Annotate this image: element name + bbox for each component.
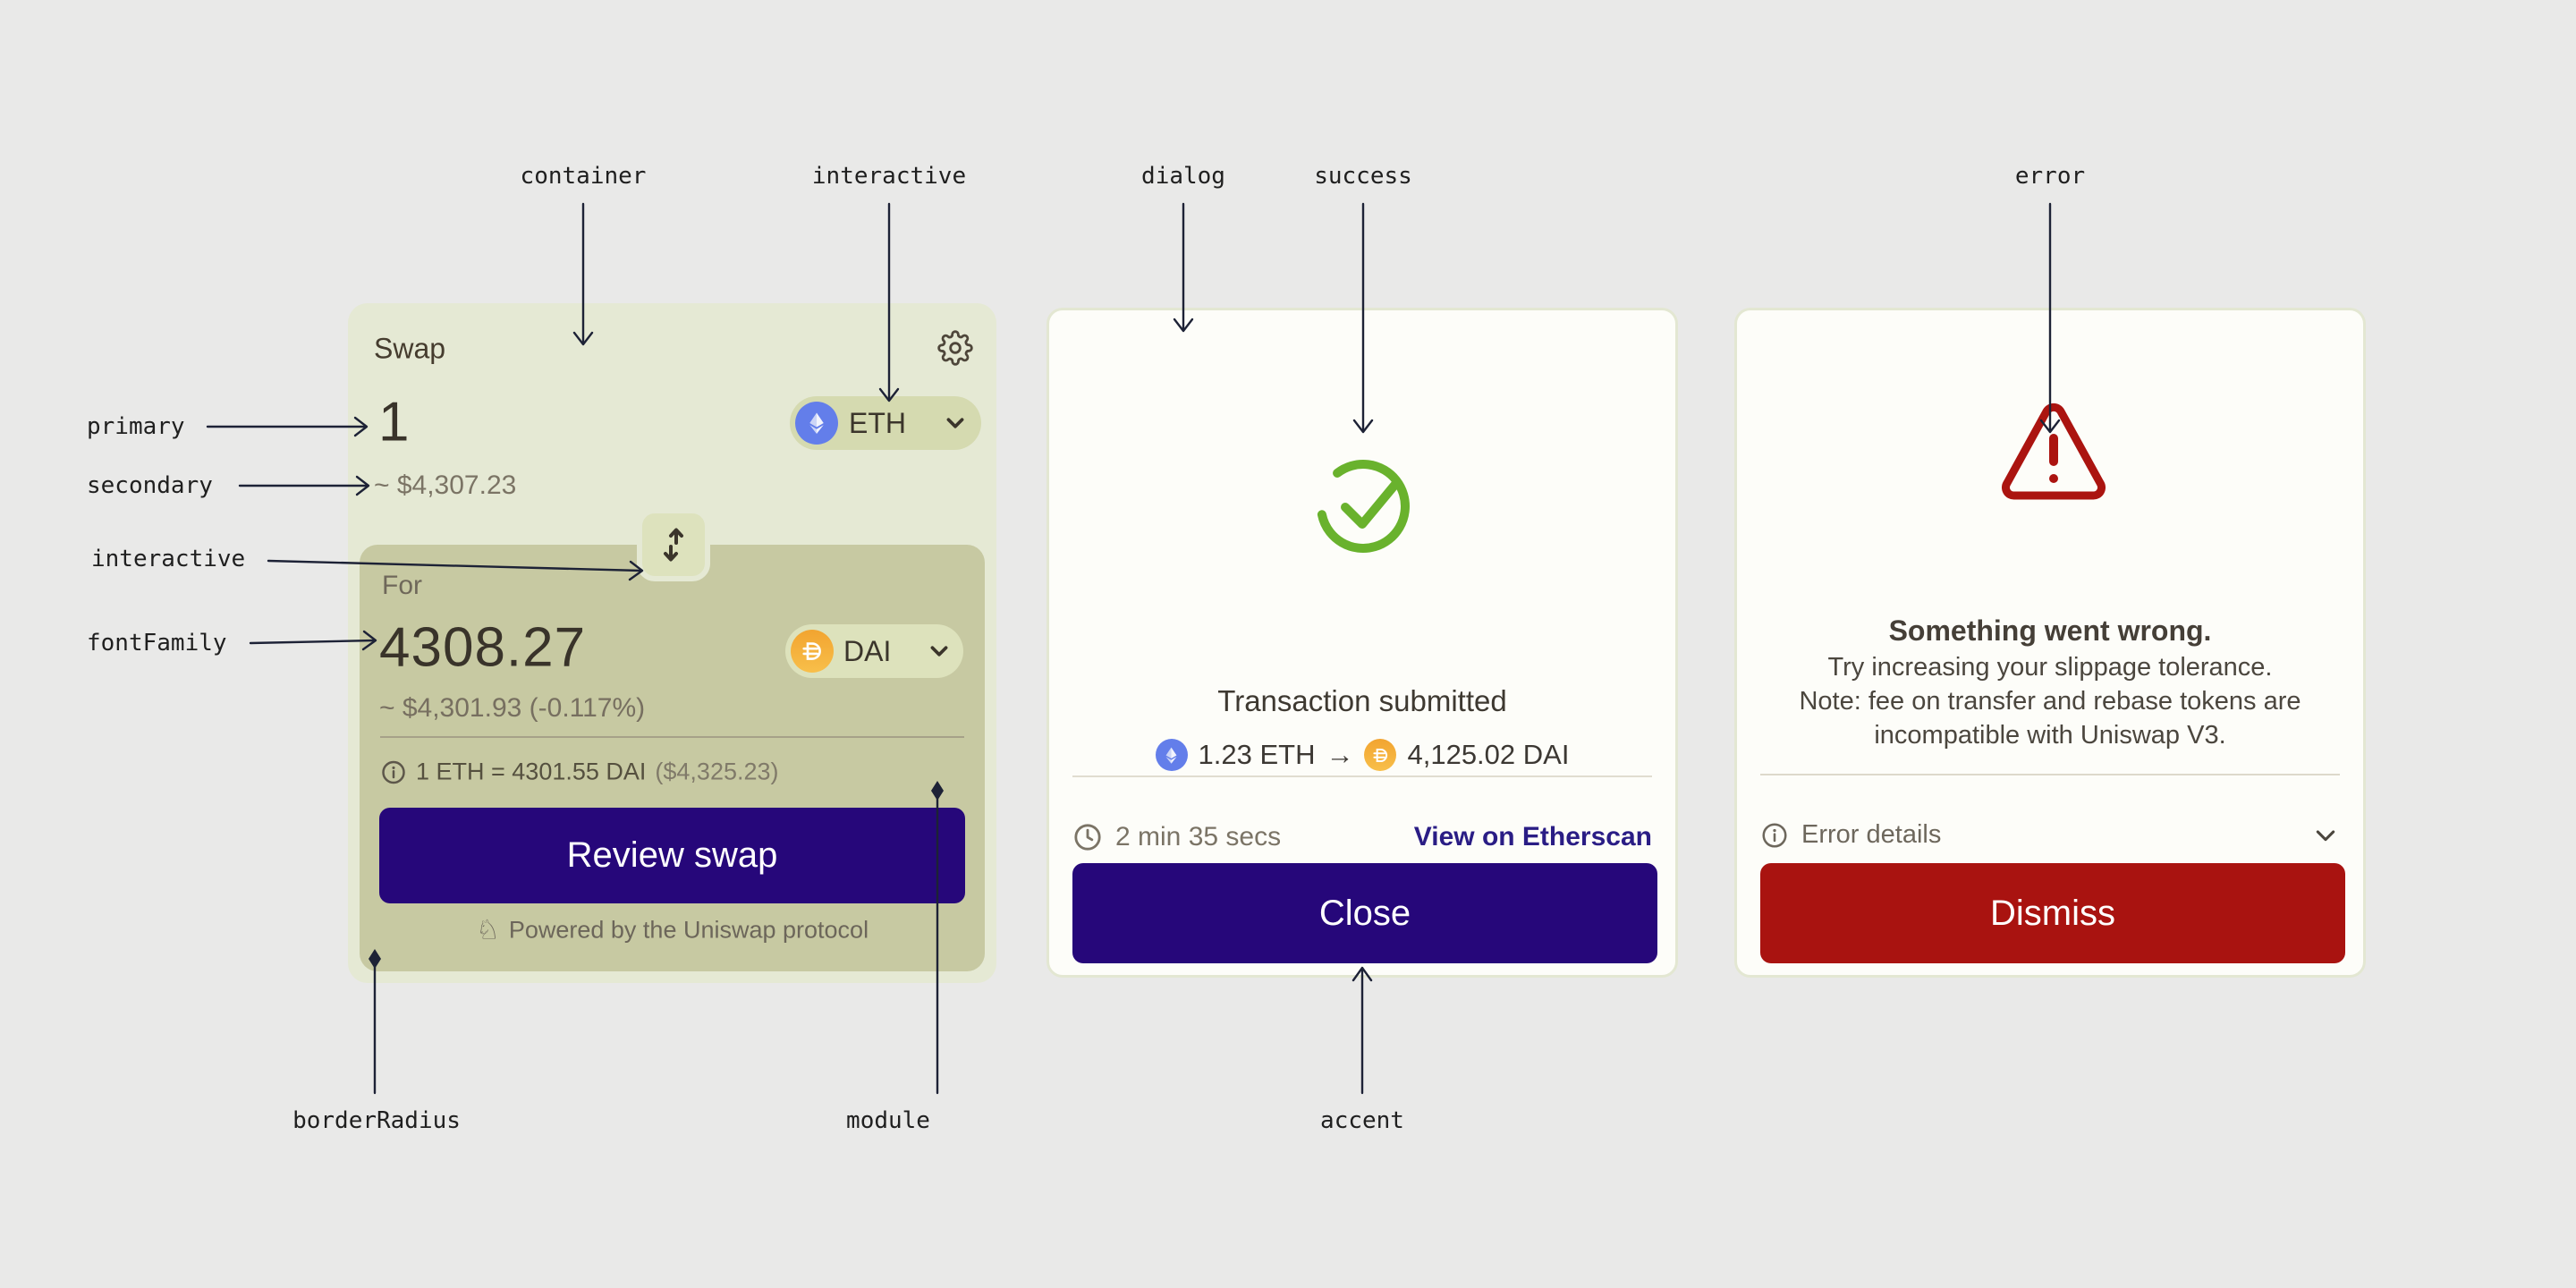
dai-token-icon [1364,739,1397,771]
error-message-line: incompatible with Uniswap V3. [1874,721,2226,750]
warning-triangle-icon [1991,401,2116,512]
error-message: Try increasing your slippage tolerance. … [1737,650,2363,752]
error-dialog: Something went wrong. Try increasing you… [1734,308,2366,978]
to-amount: 4,125.02 DAI [1407,739,1570,770]
view-on-etherscan-link[interactable]: View on Etherscan [1413,822,1652,852]
error-details-label: Error details [1801,820,1942,849]
settings-gear-icon[interactable] [937,330,973,366]
unicorn-icon: ♘ [475,915,500,945]
dai-token-icon [791,630,834,673]
from-amount: 1.23 ETH [1198,739,1316,770]
exchange-rate-fiat: ($4,325.23) [655,758,779,785]
chevron-down-icon [930,646,948,657]
annotation-container: container [520,163,647,190]
transaction-dialog: Transaction submitted 1.23 ETH → 4, [1046,308,1678,978]
buy-token-label: DAI [843,634,892,667]
swap-module: For 4308.27 DAI ~ $4,301.93 (-0.117%) [360,545,985,971]
annotation-module: module [846,1107,930,1134]
powered-by-label: Powered by the Uniswap protocol [508,916,869,944]
dismiss-button[interactable]: Dismiss [1760,863,2345,963]
annotation-interactive-left: interactive [91,546,246,572]
buy-token-selector[interactable]: DAI [785,624,963,678]
close-button[interactable]: Close [1072,863,1657,963]
success-check-icon [1311,450,1419,557]
buy-side-label: For [382,571,422,600]
exchange-rate-row[interactable]: 1 ETH = 4301.55 DAI ($4,325.23) [380,758,779,786]
buy-fiat-value: ~ $4,301.93 (-0.117%) [379,693,646,723]
error-message-line: Note: fee on transfer and rebase tokens … [1799,687,2301,716]
dismiss-label: Dismiss [1990,893,2115,933]
sell-fiat-value: ~ $4,307.23 [374,470,517,500]
review-swap-label: Review swap [566,835,778,875]
annotation-primary: primary [87,413,185,440]
exchange-rate: 1 ETH = 4301.55 DAI [416,758,647,785]
info-icon [1762,822,1787,848]
error-details-toggle[interactable]: Error details [1760,820,2340,850]
swap-summary-row: 1.23 ETH → 4,125.02 DAI [1049,739,1675,771]
clock-icon [1074,824,1101,851]
review-swap-button[interactable]: Review swap [379,808,965,903]
close-label: Close [1318,893,1411,933]
sell-token-label: ETH [849,406,906,439]
swap-container: Swap 1 ETH ~ $4,307.23 For [348,303,996,983]
dialog-title: Transaction submitted [1217,684,1507,717]
eth-token-icon [795,402,838,445]
swap-card-title: Swap [374,332,446,365]
buy-amount[interactable]: 4308.27 [379,616,587,679]
annotation-font-family: fontFamily [87,630,227,657]
error-message-line: Try increasing your slippage tolerance. [1827,653,2273,682]
module-divider [380,736,964,738]
status-row: 2 min 35 secs View on Etherscan [1072,822,1652,852]
annotation-dialog: dialog [1141,163,1225,190]
error-title: Something went wrong. [1888,614,2212,647]
eth-token-icon [1155,739,1188,771]
annotation-accent: accent [1320,1107,1404,1134]
annotation-border-radius: borderRadius [292,1107,461,1134]
swap-arrows-icon [664,528,683,562]
swap-direction-button[interactable] [637,508,710,581]
chevron-down-icon [946,418,964,428]
annotation-interactive-top: interactive [811,163,967,190]
sell-amount[interactable]: 1 [378,391,411,453]
chevron-down-icon [2316,829,2335,841]
dialog-divider [1072,775,1652,777]
elapsed-time: 2 min 35 secs [1115,822,1282,852]
annotation-error: error [2014,163,2086,190]
arrow-right-glyph: → [1326,739,1354,770]
powered-by-row: ♘ Powered by the Uniswap protocol [360,917,985,945]
sell-token-selector[interactable]: ETH [790,396,981,450]
info-icon [382,760,405,784]
annotation-success: success [1314,163,1412,190]
error-divider [1760,774,2340,775]
annotation-secondary: secondary [87,472,213,499]
